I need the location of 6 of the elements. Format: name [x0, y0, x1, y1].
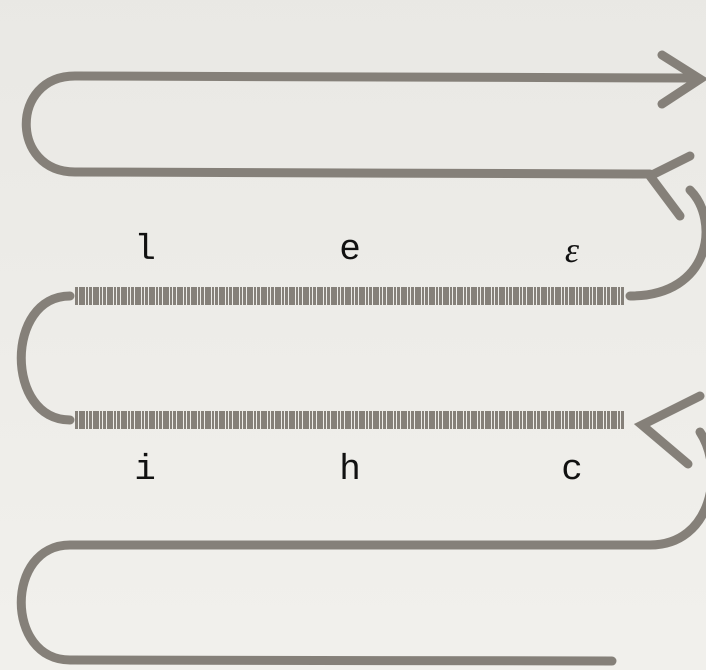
letter-label: e: [339, 230, 361, 270]
letter-label: c: [561, 450, 583, 490]
letter-label: ε: [564, 230, 580, 270]
letter-label: i: [134, 450, 156, 490]
letter-label: l: [134, 230, 156, 270]
letter-label: h: [339, 450, 361, 490]
